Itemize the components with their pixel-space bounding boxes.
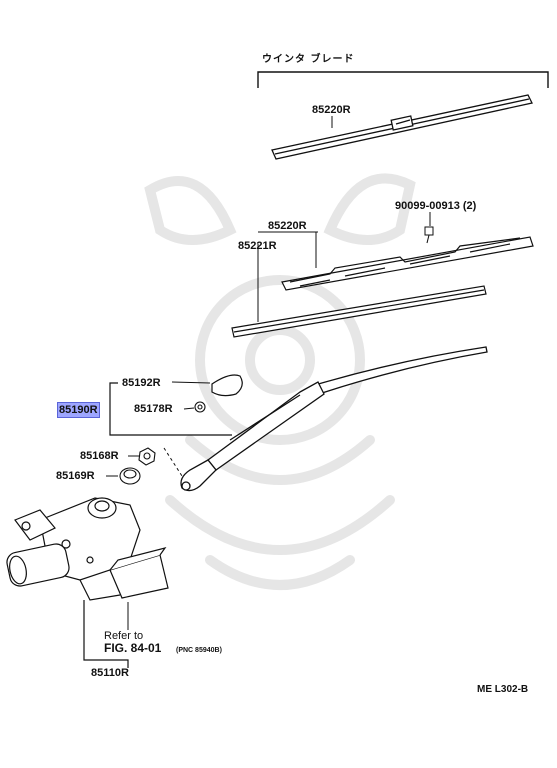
label-85169R: 85169R <box>56 470 95 482</box>
refer-line2[interactable]: FIG. 84-01 <box>104 641 162 655</box>
blade-mid <box>281 236 534 291</box>
label-85190R[interactable]: 85190R <box>57 402 100 418</box>
leader-85178R <box>183 407 195 410</box>
label-85178R: 85178R <box>134 403 173 415</box>
label-85221R: 85221R <box>238 240 277 252</box>
screw-90099 <box>424 226 434 244</box>
wiper-motor-assembly <box>6 497 169 601</box>
cap-85192R <box>211 374 243 397</box>
label-85220R-mid: 85220R <box>268 220 307 232</box>
refill-85221R <box>231 285 487 338</box>
grommet-85169R <box>119 467 141 485</box>
diagram-code: ME L302-B <box>477 684 529 695</box>
blade-group-bracket <box>257 71 549 88</box>
leader-85192R <box>171 381 211 384</box>
label-85192R: 85192R <box>122 377 161 389</box>
refer-line1: Refer to <box>104 630 144 642</box>
label-85168R: 85168R <box>80 450 119 462</box>
bracket-85190R <box>109 382 232 436</box>
label-85220R-top: 85220R <box>312 104 351 116</box>
assembly-dashed-line <box>163 447 183 477</box>
label-85110R: 85110R <box>91 667 129 679</box>
refer-pnc: (PNC 85940B) <box>176 647 222 654</box>
watermark-crest <box>144 173 416 590</box>
nut-85168R <box>138 447 156 466</box>
blade-top <box>271 94 533 160</box>
blade-group-label: ウインタ ブレード <box>262 54 355 65</box>
leader-85110R <box>83 600 129 668</box>
label-90099-00913: 90099-00913 (2) <box>395 200 477 212</box>
nut-85178R <box>194 401 206 413</box>
wiper-arm <box>180 346 488 492</box>
